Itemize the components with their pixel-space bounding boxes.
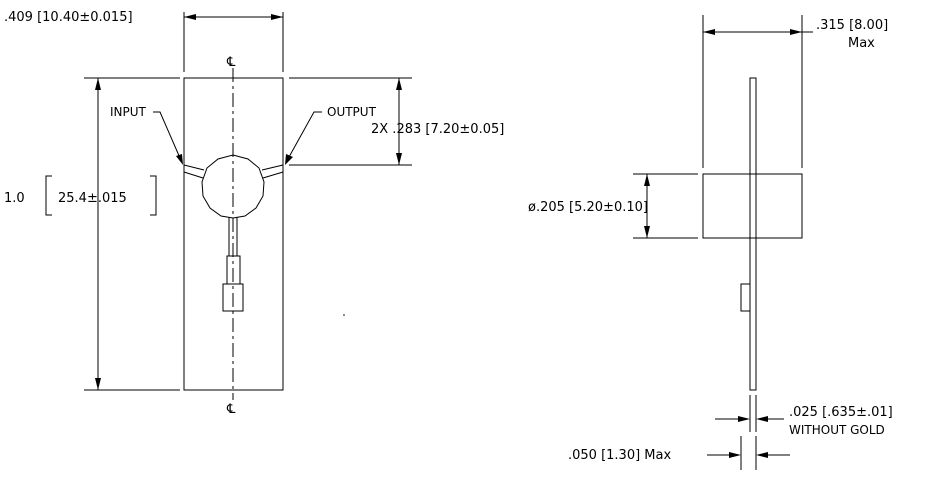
thickness-dimension-text: .315 [8.00] <box>816 18 888 33</box>
input-leader <box>153 111 181 159</box>
load-termination-lower <box>222 283 244 312</box>
length-dimension-inch: 1.0 <box>4 191 25 206</box>
input-arm-lower <box>183 171 204 179</box>
input-leader-arrow <box>176 154 183 165</box>
centerline-symbol-top: ℄ <box>226 55 236 70</box>
stray-dot <box>343 314 345 316</box>
input-label: INPUT <box>110 105 147 119</box>
side-view: .315 [8.00] Max ø.205 [5.20±0.10] .025 [… <box>528 15 893 470</box>
output-arm-upper <box>261 164 284 171</box>
diameter-dimension-text: ø.205 [5.20±0.10] <box>528 200 648 215</box>
lead-dimension: .050 [1.30] Max <box>568 436 790 470</box>
thickness-dimension: .315 [8.00] Max <box>702 15 888 168</box>
thickness-note: Max <box>848 36 875 51</box>
width-dimension: .409 [10.40±0.015] <box>4 10 284 72</box>
input-arm-upper <box>183 164 205 171</box>
output-label: OUTPUT <box>327 105 377 119</box>
lead-dimension-text: .050 [1.30] Max <box>568 448 671 463</box>
junction-disk <box>201 154 265 219</box>
diameter-dimension: ø.205 [5.20±0.10] <box>528 173 698 239</box>
substrate-dimension-text: .025 [.635±.01] <box>789 405 893 420</box>
side-ferrite-block <box>702 173 803 239</box>
side-termination <box>740 283 751 312</box>
port-spacing-dimension: 2X .283 [7.20±0.05] <box>289 77 504 166</box>
centerline-symbol-bottom: ℄ <box>226 402 236 417</box>
substrate-note: WITHOUT GOLD <box>789 423 885 437</box>
length-dimension-mm: 25.4±.015 <box>58 191 127 206</box>
width-dimension-text: .409 [10.40±0.015] <box>4 10 133 25</box>
port-spacing-text: 2X .283 [7.20±0.05] <box>371 122 504 137</box>
output-arm-lower <box>262 171 284 179</box>
output-leader <box>288 111 322 158</box>
substrate-dimension: .025 [.635±.01] WITHOUT GOLD <box>715 395 893 437</box>
length-dimension: 1.0 25.4±.015 <box>4 77 180 391</box>
output-leader-arrow <box>285 154 293 165</box>
front-view: ℄ ℄ INPUT OUTPUT .409 [10.40±0.015] <box>4 10 504 417</box>
side-substrate <box>749 77 757 391</box>
